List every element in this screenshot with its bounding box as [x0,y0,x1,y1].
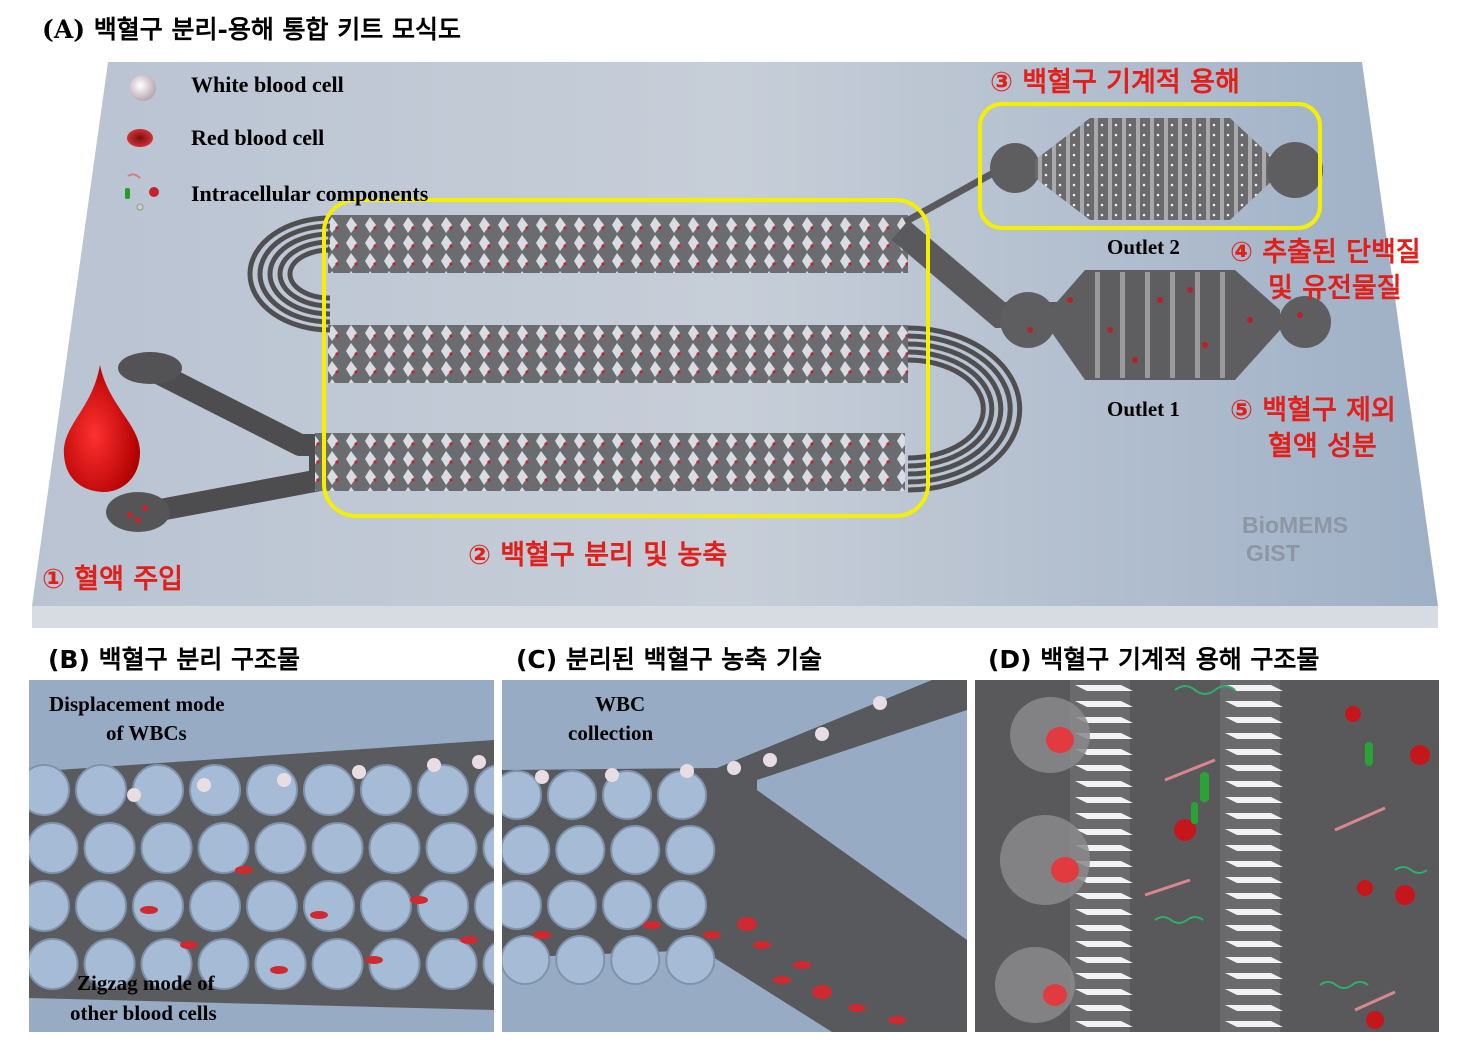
step1-label: ① 혈액 주입 [42,564,184,595]
intracellular-components-icon [125,173,159,211]
panel-b-illustration [29,680,494,1032]
legend-wbc-label: White blood cell [191,72,344,97]
watermark-line2: GIST [1246,540,1300,566]
outlet2-label: Outlet 2 [1107,235,1180,259]
zigzag-label-line1: Zigzag mode of [77,971,215,995]
displacement-label-line1: Displacement mode [49,692,225,716]
step4-label-line2: 및 유전물질 [1268,273,1402,304]
step2-label: ② 백혈구 분리 및 농축 [468,540,728,571]
legend-rbc-label: Red blood cell [191,125,325,150]
panel-d-title: (D) 백혈구 기계적 용해 구조물 [988,645,1320,674]
chip-diagram [32,62,1438,628]
left-turn [247,215,331,333]
inlet-port-top [118,352,182,384]
zigzag-label-line2: other blood cells [70,1001,217,1025]
displacement-label-line2: of WBCs [106,721,187,745]
step3-label: ③ 백혈구 기계적 용해 [990,67,1240,98]
panel-b-title: (B) 백혈구 분리 구조물 [48,645,301,674]
lysis-highlight [978,102,1322,230]
watermark-line1: BioMEMS [1242,512,1349,538]
chip-side [32,606,1438,628]
panel-c-title: (C) 분리된 백혈구 농축 기술 [516,645,823,674]
wbc-collection-label-line1: WBC [595,692,646,716]
separation-highlight [322,198,930,518]
blood-drop-icon [63,365,140,492]
lysis-chamber [990,118,1323,220]
outlet1-label: Outlet 1 [1107,397,1180,421]
pillar-arrays [315,215,908,491]
panel-a-title: (A) 백혈구 분리-용해 통합 키트 모식도 [42,15,461,44]
legend-components-label: Intracellular components [191,181,429,206]
step4-label-line1: ④ 추출된 단백질 [1230,237,1421,268]
red-blood-cell-icon [127,129,153,147]
wbc-collection-label-line2: collection [568,721,654,745]
step5-label-line1: ⑤ 백혈구 제외 [1230,395,1396,426]
step5-label-line2: 혈액 성분 [1268,431,1377,462]
outlet1-chamber [1000,270,1331,380]
right-turn [907,325,1023,493]
panel-c-illustration [502,680,967,1032]
white-blood-cell-icon [130,75,156,101]
inlet-port [106,492,170,532]
panel-d-illustration [975,680,1439,1032]
